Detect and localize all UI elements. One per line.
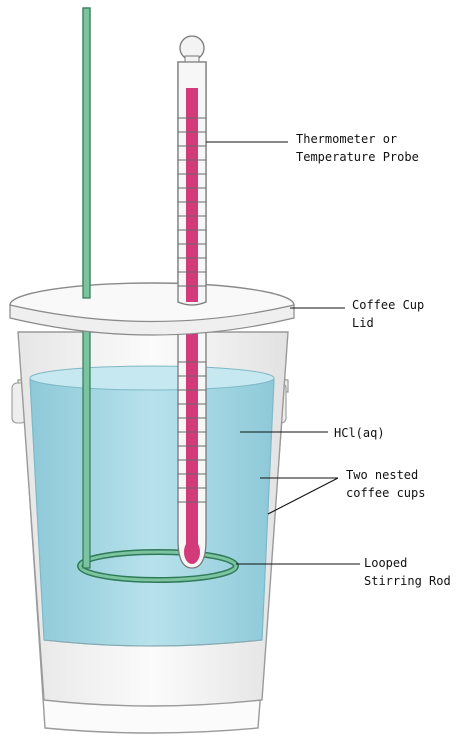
- hcl-solution: [29, 369, 275, 647]
- stirring-rod-label: Looped Stirring Rod: [364, 556, 451, 588]
- hcl-solution-surface: [29, 365, 275, 391]
- cups-leader-b: [267, 477, 339, 515]
- coffee-cup-lid-edge: [9, 304, 295, 336]
- inner-cup-bottom: [43, 639, 263, 647]
- label-leader-lines: [206, 141, 360, 565]
- cups-label: Two nested coffee cups: [346, 468, 426, 500]
- lid-label: Coffee Cup Lid: [352, 298, 425, 330]
- solution-label: HCl(aq): [334, 426, 385, 440]
- thermometer-label: Thermometer or Temperature Probe: [296, 132, 419, 164]
